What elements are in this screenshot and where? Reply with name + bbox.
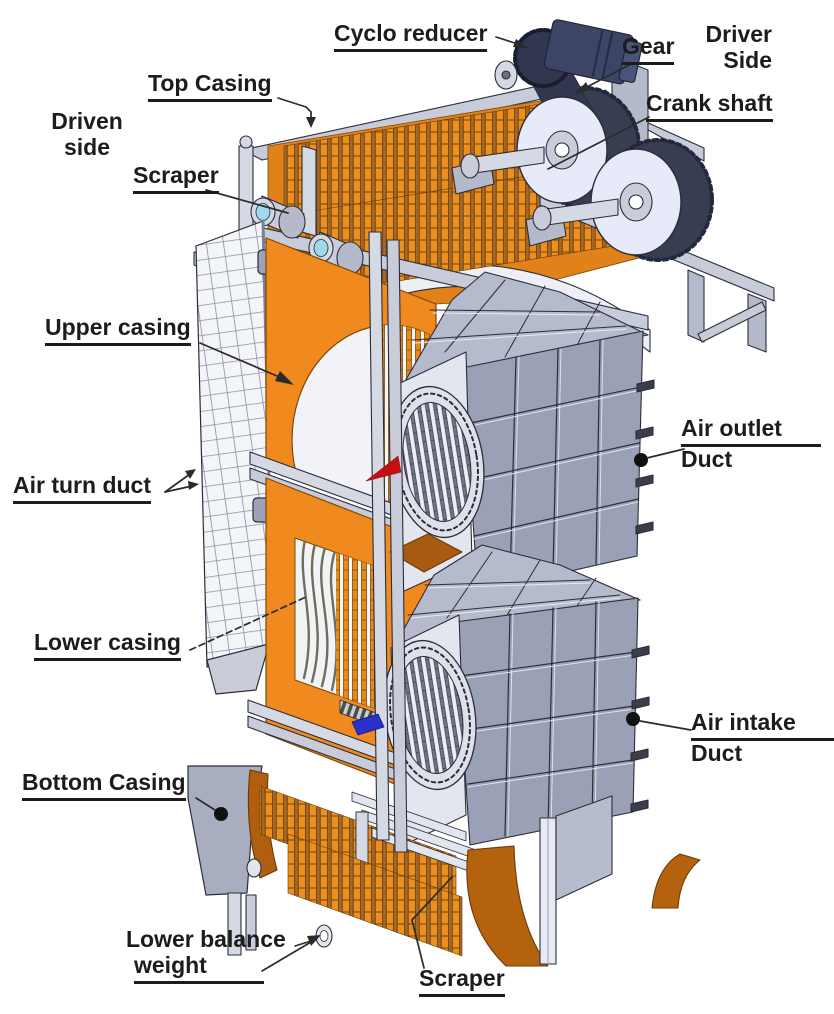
label-bottom-casing: Bottom Casing bbox=[22, 769, 186, 801]
label-text: Side bbox=[723, 46, 772, 73]
air-outlet-duct-block bbox=[389, 271, 655, 593]
label-text: Air turn duct bbox=[13, 472, 151, 504]
label-text: Crank shaft bbox=[646, 90, 773, 122]
label-scraper-top: Scraper bbox=[133, 162, 219, 194]
label-lower-balance-weight: Lower balance weight bbox=[126, 926, 286, 984]
air-outlet-flange bbox=[389, 385, 485, 539]
leader-air-intake bbox=[626, 712, 692, 731]
label-text: Upper casing bbox=[45, 314, 191, 346]
leader-dot bbox=[626, 712, 640, 726]
label-text: weight bbox=[134, 952, 264, 984]
leader-scraper-top bbox=[205, 189, 289, 214]
leader-lower-balance-weight bbox=[261, 935, 321, 972]
leader-bottom-casing bbox=[195, 797, 228, 821]
label-text: side bbox=[63, 133, 111, 160]
leader-lines bbox=[164, 36, 692, 972]
scraper-drive-cylinders bbox=[250, 195, 364, 275]
label-air-turn-duct: Air turn duct bbox=[13, 472, 151, 504]
label-text: Bottom Casing bbox=[22, 769, 186, 801]
label-text: Duct bbox=[681, 445, 733, 472]
leader-air-turn-duct bbox=[164, 469, 199, 493]
label-text: Scraper bbox=[133, 162, 219, 194]
label-air-outlet-duct: Air outlet Duct bbox=[681, 415, 821, 473]
label-crank-shaft: Crank shaft bbox=[646, 90, 773, 122]
label-air-intake-duct: Air intake Duct bbox=[691, 709, 834, 767]
bottom-casing-bracket bbox=[187, 765, 263, 896]
leader-cyclo-reducer bbox=[495, 36, 530, 49]
label-gear: Gear bbox=[622, 33, 675, 65]
leader-top-casing bbox=[277, 97, 316, 128]
air-intake-duct-block bbox=[383, 533, 650, 849]
label-text: Scraper bbox=[419, 965, 505, 997]
leader-scraper-bottom bbox=[411, 876, 453, 969]
label-scraper-bottom: Scraper bbox=[419, 965, 505, 997]
label-text: Duct bbox=[691, 739, 743, 766]
leader-upper-casing bbox=[199, 342, 294, 385]
bottom-scraper-fins-front bbox=[287, 833, 463, 957]
label-text: Air outlet bbox=[681, 415, 821, 447]
bottom-assembly bbox=[187, 765, 701, 967]
label-text: Lower balance bbox=[126, 926, 286, 952]
leader-air-outlet bbox=[634, 448, 685, 467]
air-intake-flange bbox=[383, 639, 477, 791]
blue-flow-marker bbox=[351, 713, 385, 736]
cyclo-reducer-motor bbox=[543, 19, 643, 85]
leader-crank-shaft bbox=[547, 116, 650, 170]
red-flow-arrow bbox=[365, 455, 402, 482]
label-text: Air intake bbox=[691, 709, 834, 741]
label-text: Driver bbox=[705, 21, 772, 47]
label-text: Lower casing bbox=[34, 629, 181, 661]
label-lower-casing: Lower casing bbox=[34, 629, 181, 661]
label-text: Cyclo reducer bbox=[334, 20, 488, 52]
leader-lower-casing bbox=[189, 596, 307, 651]
leader-dot bbox=[634, 453, 648, 467]
label-text: Gear bbox=[622, 33, 675, 65]
label-upper-casing: Upper casing bbox=[45, 314, 191, 346]
label-driver-side: Driver Side bbox=[696, 21, 772, 74]
label-driven-side: Driven side bbox=[46, 108, 128, 161]
leader-gear bbox=[575, 62, 634, 94]
gear-assembly bbox=[451, 19, 775, 353]
label-top-casing: Top Casing bbox=[148, 70, 272, 102]
leader-dot bbox=[214, 807, 228, 821]
lower-tube-bundle bbox=[301, 538, 374, 708]
label-cyclo-reducer: Cyclo reducer bbox=[334, 20, 488, 52]
label-text: Top Casing bbox=[148, 70, 272, 102]
label-text: Driven bbox=[51, 108, 123, 134]
front-frame-rails bbox=[368, 231, 408, 853]
